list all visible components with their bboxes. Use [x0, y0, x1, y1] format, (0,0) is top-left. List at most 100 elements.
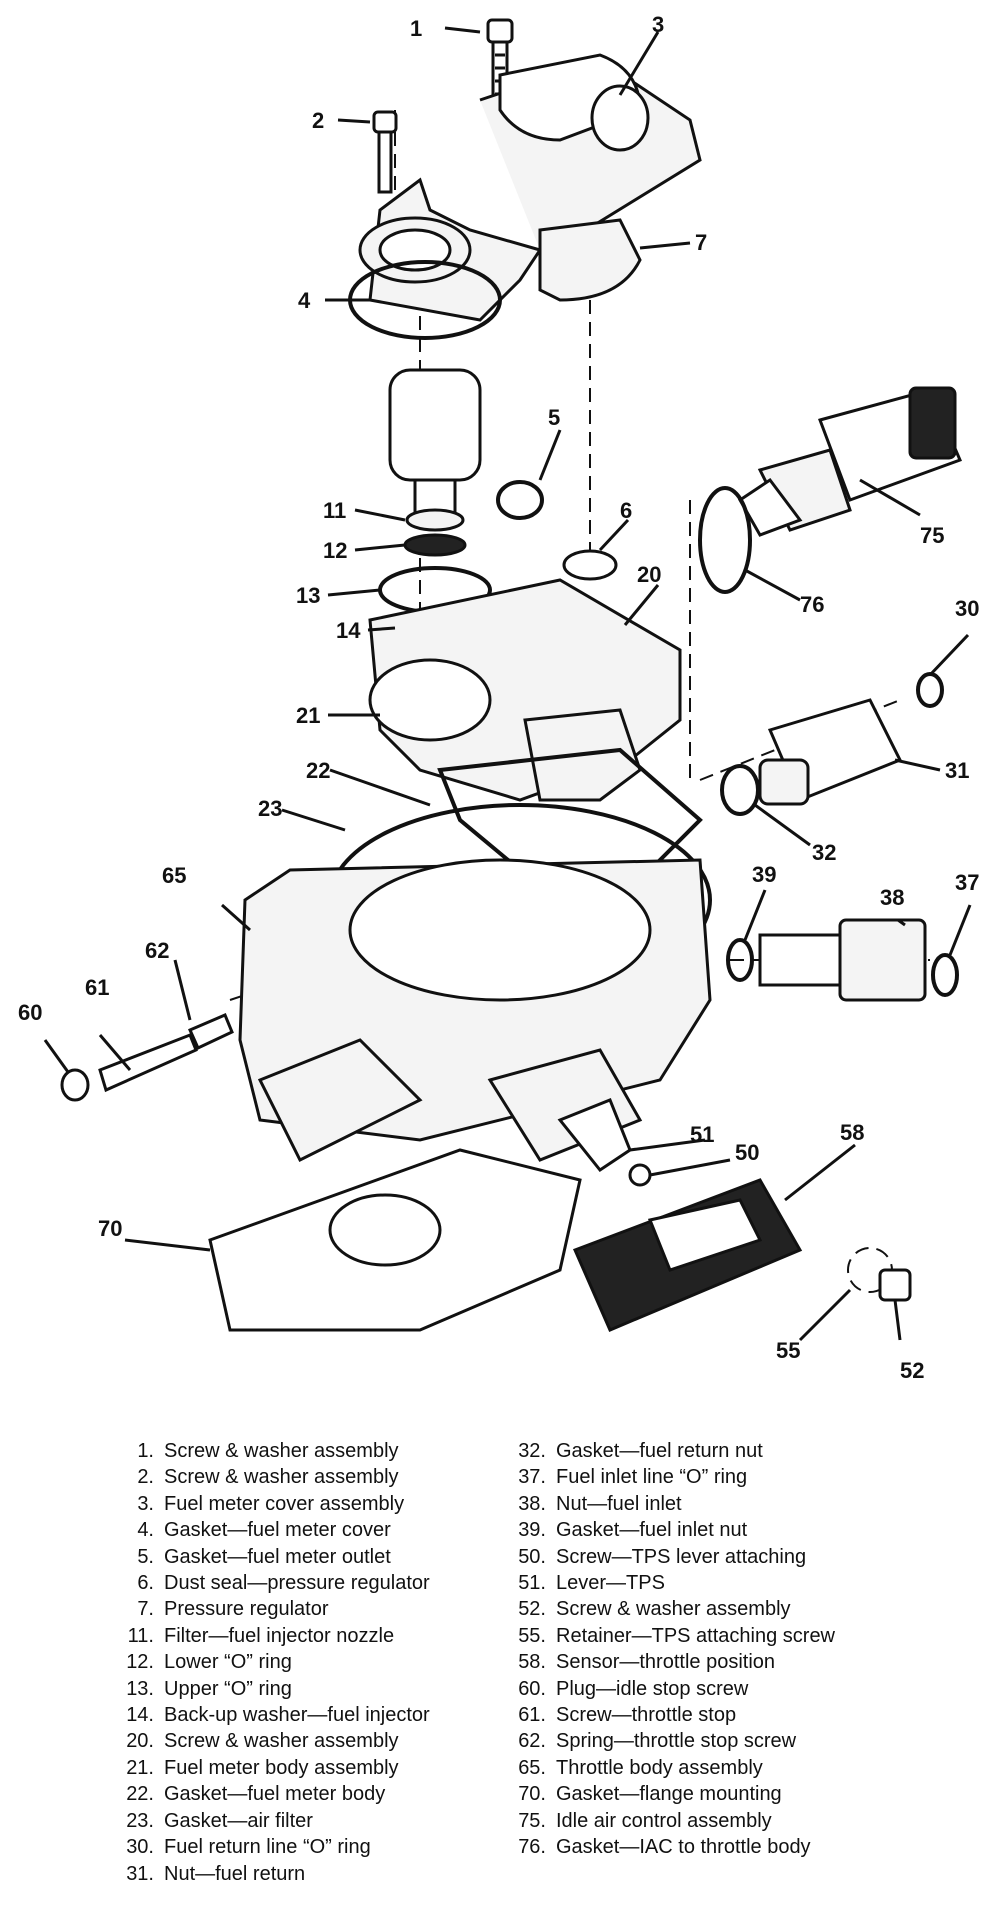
legend-item-label: Screw—throttle stop — [556, 1704, 737, 1727]
callout-30: 30 — [955, 596, 979, 621]
legend-item: 7.Pressure regulator — [108, 1596, 528, 1622]
callout-23: 23 — [258, 796, 282, 821]
legend-item-number: 13. — [126, 1677, 154, 1700]
legend-item-number: 20. — [126, 1730, 154, 1753]
callout-4: 4 — [298, 288, 311, 313]
legend-item-label: Gasket—flange mounting — [556, 1783, 782, 1806]
legend-item-number: 12. — [126, 1651, 154, 1674]
callout-37: 37 — [955, 870, 979, 895]
legend-item: 65.Throttle body assembly — [500, 1755, 940, 1781]
screw-washer-52 — [878, 1268, 912, 1302]
callout-5: 5 — [548, 405, 560, 430]
gasket-fuel-meter-outlet — [496, 480, 544, 520]
legend-item: 51.Lever—TPS — [500, 1570, 940, 1596]
legend-item-label: Gasket—fuel inlet nut — [556, 1519, 748, 1542]
plug-idle-stop-screw — [60, 1068, 90, 1102]
legend-item-number: 55. — [518, 1624, 546, 1647]
legend-item: 62. Spring—throttle stop screw — [500, 1728, 940, 1754]
legend-item-number: 22. — [126, 1783, 154, 1806]
callout-75: 75 — [920, 523, 944, 548]
legend-item: 32.Gasket—fuel return nut — [500, 1438, 940, 1464]
legend-item-number: 2. — [137, 1466, 154, 1489]
idle-air-control-assembly — [738, 386, 963, 537]
legend-item-number: 5. — [137, 1545, 154, 1568]
callout-76: 76 — [800, 592, 824, 617]
legend-item-number: 38. — [518, 1492, 546, 1515]
legend-item: 50. Screw—TPS lever attaching — [500, 1544, 940, 1570]
fuel-return-o-ring — [916, 672, 944, 708]
legend-item: 4.Gasket—fuel meter cover — [108, 1517, 528, 1543]
fuel-inlet-o-ring — [931, 953, 959, 997]
callout-50: 50 — [735, 1140, 759, 1165]
legend-item-label: Dust seal—pressure regulator — [164, 1572, 430, 1595]
legend-item: 14.Back-up washer—fuel injector — [108, 1702, 528, 1728]
gasket-fuel-return-nut — [720, 764, 760, 816]
legend-item-label: Screw & washer assembly — [164, 1730, 399, 1753]
legend-item: 37. Fuel inlet line “O” ring — [500, 1464, 940, 1490]
legend-item: 21.Fuel meter body assembly — [108, 1755, 528, 1781]
legend-item: 31.Nut—fuel return — [108, 1861, 528, 1887]
callout-55: 55 — [776, 1338, 800, 1363]
legend-item: 30.Fuel return line “O” ring — [108, 1834, 528, 1860]
legend-item-number: 62. — [518, 1730, 546, 1753]
legend-item-number: 58. — [518, 1651, 546, 1674]
nut-fuel-inlet — [758, 918, 927, 1002]
legend-item-label: Screw & washer assembly — [556, 1598, 791, 1621]
legend-item-label: Upper “O” ring — [164, 1677, 292, 1700]
legend-item-label: Throttle body assembly — [556, 1756, 763, 1779]
legend-item-number: 61. — [518, 1704, 546, 1727]
legend-item: 3.Fuel meter cover assembly — [108, 1491, 528, 1517]
legend-item-label: Gasket—fuel return nut — [556, 1440, 763, 1462]
legend-item-label: Screw—TPS lever attaching — [556, 1545, 807, 1568]
legend-item: 38.Nut—fuel inlet — [500, 1491, 940, 1517]
legend-item: 76.Gasket—IAC to throttle body — [500, 1834, 940, 1860]
callout-3: 3 — [652, 12, 664, 37]
legend-item-label: Lower “O” ring — [164, 1651, 292, 1674]
legend-item-number: 39. — [518, 1519, 546, 1542]
sensor-throttle-position — [572, 1178, 803, 1332]
callout-32: 32 — [812, 840, 836, 865]
gasket-fuel-inlet-nut — [726, 938, 754, 982]
legend-item-label: Sensor—throttle position — [556, 1651, 776, 1674]
legend-item-number: 1. — [137, 1440, 154, 1462]
callout-31: 31 — [945, 758, 969, 783]
legend-item-number: 76. — [518, 1836, 546, 1859]
legend-item-label: Fuel meter body assembly — [164, 1756, 399, 1779]
legend-item-number: 50. — [518, 1545, 546, 1568]
callout-21: 21 — [296, 703, 320, 728]
legend-item-number: 4. — [137, 1519, 154, 1542]
exploded-view-diagram: 1 2 3 4 5 6 7 11 12 13 14 20 21 22 23 30… — [18, 12, 979, 1383]
nut-fuel-return — [758, 698, 903, 806]
screw-throttle-stop — [98, 1013, 234, 1093]
legend-item-number: 37. — [518, 1466, 546, 1489]
legend-item-number: 60. — [518, 1677, 546, 1700]
legend-item-label: Nut—fuel return — [164, 1862, 306, 1885]
callout-2: 2 — [312, 108, 324, 133]
callout-70: 70 — [98, 1216, 122, 1241]
legend-item-number: 23. — [126, 1809, 154, 1832]
screw-washer-2 — [372, 110, 398, 194]
callout-11: 11 — [323, 498, 346, 523]
legend-item-label: Spring—throttle stop screw — [556, 1730, 797, 1753]
legend-item-label: Screw & washer assembly — [164, 1466, 399, 1489]
legend-item: 70.Gasket—flange mounting — [500, 1781, 940, 1807]
callout-13: 13 — [296, 583, 320, 608]
leader-lines — [43, 26, 972, 1342]
legend-item-label: Fuel inlet line “O” ring — [556, 1466, 748, 1489]
callout-65: 65 — [162, 863, 186, 888]
legend-item-number: 14. — [126, 1704, 154, 1727]
fuel-meter-cover — [358, 53, 702, 322]
gasket-flange-mounting — [208, 1148, 582, 1332]
legend-item-label: Fuel meter cover assembly — [164, 1492, 405, 1515]
legend-item-label: Screw & washer assembly — [164, 1440, 399, 1462]
legend-item: 1. Screw & washer assembly — [108, 1438, 528, 1464]
legend-item-number: 7. — [137, 1598, 154, 1621]
legend-item-number: 75. — [518, 1809, 546, 1832]
legend-item: 55.Retainer—TPS attaching screw — [500, 1623, 940, 1649]
legend-item: 58. Sensor—throttle position — [500, 1649, 940, 1675]
callout-60: 60 — [18, 1000, 42, 1025]
legend-item: 75.Idle air control assembly — [500, 1808, 940, 1834]
callout-1: 1 — [410, 16, 422, 41]
callout-22: 22 — [306, 758, 330, 783]
